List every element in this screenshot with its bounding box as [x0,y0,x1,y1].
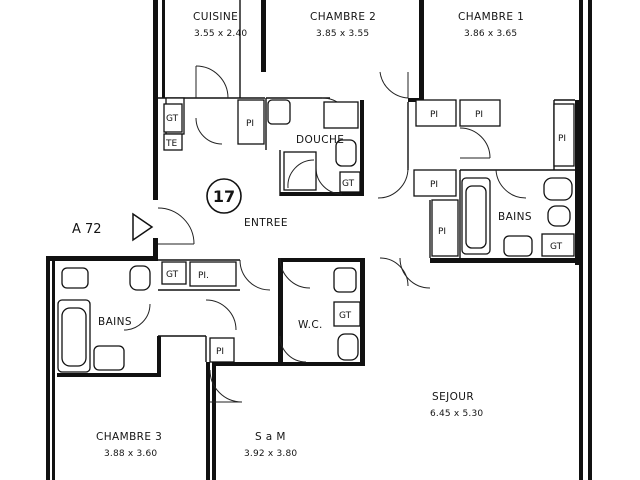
fixture-pl: PI [430,180,438,190]
room-wc-name: W.C. [298,319,323,331]
room-chambre2-dim: 3.85 x 3.55 [316,29,369,39]
unit-number-badge: 17 [206,178,242,214]
fixture-pl: PI [246,119,254,129]
fixture-pl: PI [558,134,566,144]
fixture-gt: GT [166,270,179,280]
room-chambre2-name: CHAMBRE 2 [310,11,376,23]
room-bains-right-name: BAINS [498,211,532,223]
room-chambre1-name: CHAMBRE 1 [458,11,524,23]
fixture-gt: GT [166,114,179,124]
fixture-pl: PI [475,110,483,120]
fixture-te: TE [165,139,177,149]
storage-boxes: PI PI PI PI PI PI PI. PI GT TE GT GT GT … [161,99,575,363]
room-chambre3-dim: 3.88 x 3.60 [104,449,157,459]
room-labels: CUISINE 3.55 x 2.40 CHAMBRE 2 3.85 x 3.5… [96,11,532,459]
fixture-pl: PI [430,110,438,120]
room-sam-dim: 3.92 x 3.80 [244,449,297,459]
fixture-pl: PI [216,347,224,357]
room-sam-name: S a M [255,431,286,443]
entrance-label: A 72 [72,222,102,237]
fixture-gt: GT [342,179,355,189]
entrance-marker: A 72 [72,212,154,242]
room-cuisine-dim: 3.55 x 2.40 [194,29,247,39]
structural-walls [46,0,592,480]
fixture-gt: GT [339,311,352,321]
bathroom-fixtures [57,97,573,373]
room-entree-name: ENTREE [244,217,288,229]
room-cuisine-name: CUISINE [193,11,238,23]
room-chambre3-name: CHAMBRE 3 [96,431,162,443]
fixture-pl: PI [438,227,446,237]
room-sejour-name: SEJOUR [432,391,474,403]
room-chambre1-dim: 3.86 x 3.65 [464,29,517,39]
room-bains-left-name: BAINS [98,316,132,328]
fixture-pl: PI. [198,271,209,281]
room-sejour-dim: 6.45 x 5.30 [430,409,483,419]
room-douche-name: DOUCHE [296,134,344,146]
unit-number: 17 [213,187,235,206]
fixture-gt: GT [550,242,563,252]
